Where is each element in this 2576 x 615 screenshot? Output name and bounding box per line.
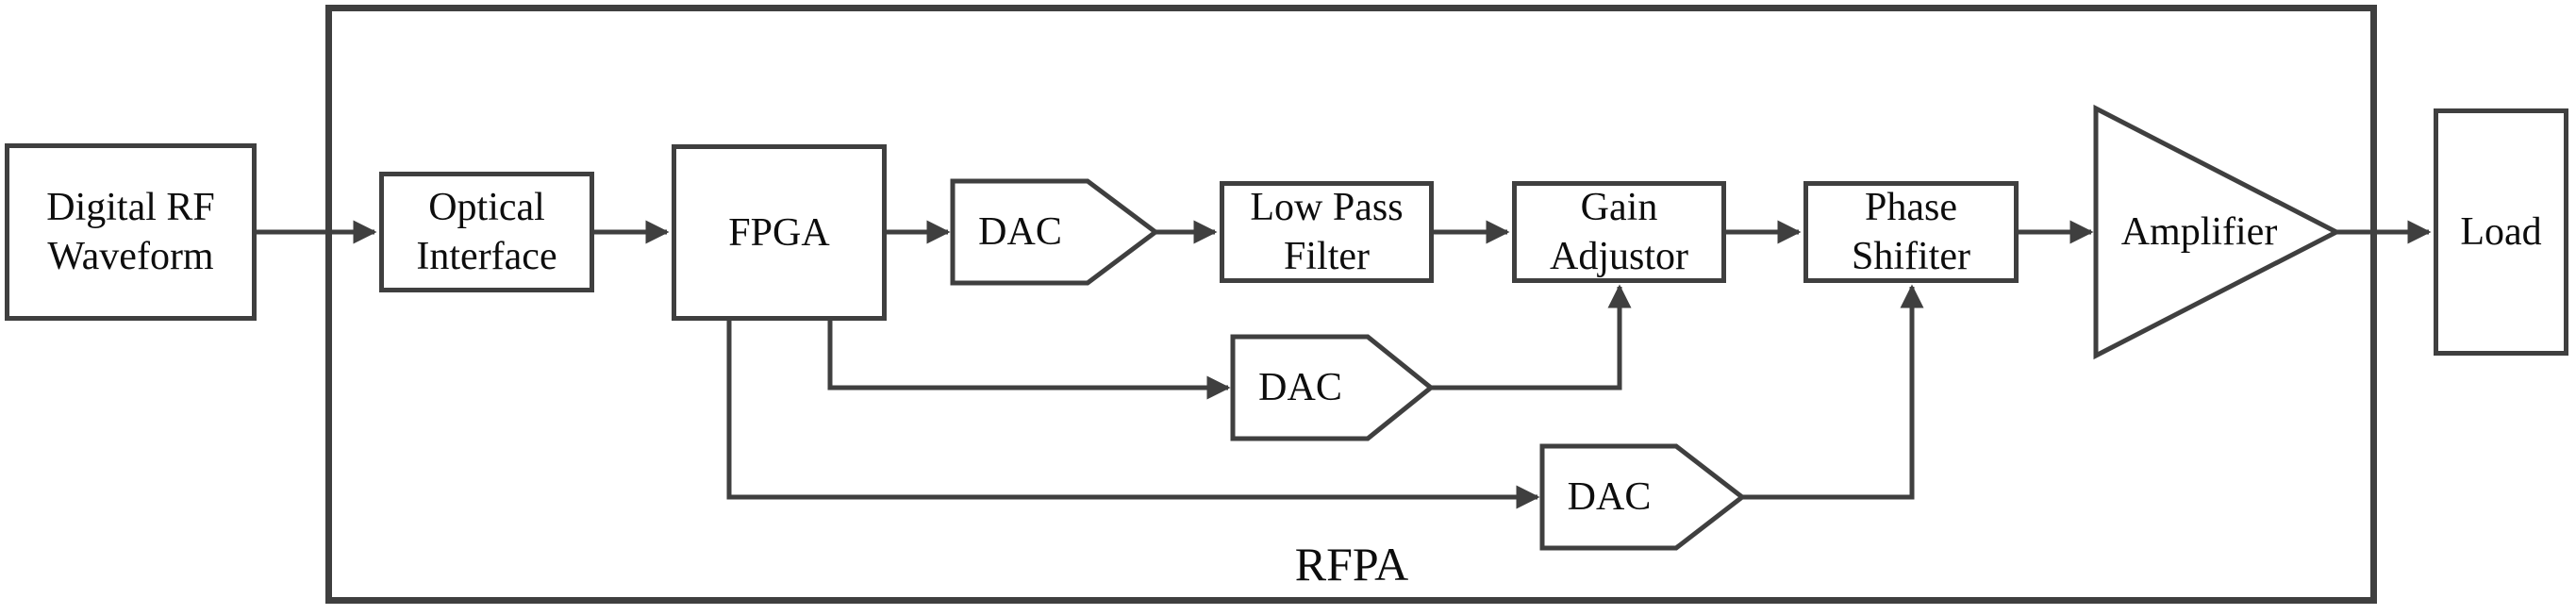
node-optical-interface: Optical Interface bbox=[379, 172, 594, 292]
node-load: Load bbox=[2434, 108, 2568, 356]
dac-phase-branch-shape bbox=[1539, 443, 1747, 551]
node-optical-interface-label: Optical Interface bbox=[416, 186, 557, 278]
dac-main-shape bbox=[950, 178, 1160, 286]
dac-gain-branch-shape bbox=[1230, 334, 1435, 441]
node-fpga: FPGA bbox=[672, 144, 887, 321]
node-load-label: Load bbox=[2460, 210, 2542, 254]
node-fpga-label: FPGA bbox=[728, 210, 830, 255]
node-digital-rf-waveform: Digital RF Waveform bbox=[5, 143, 257, 321]
amplifier-shape bbox=[2093, 104, 2342, 360]
rfpa-boundary-box bbox=[325, 5, 2377, 604]
node-gain-adjustor-label: Gain Adjustor bbox=[1550, 186, 1688, 278]
edge-fpga-to-dac-phase-branch bbox=[726, 321, 1540, 509]
node-gain-adjustor: Gain Adjustor bbox=[1512, 181, 1726, 283]
edge-dac-gain-branch-to-gain bbox=[1431, 284, 1632, 391]
edge-fpga-to-dac-gain-branch bbox=[827, 321, 1231, 400]
node-phase-shifter-label: Phase Shifiter bbox=[1852, 186, 1970, 278]
node-low-pass-filter: Low Pass Filter bbox=[1220, 181, 1434, 283]
node-digital-rf-waveform-label: Digital RF Waveform bbox=[46, 186, 215, 278]
edge-dac-phase-branch-to-phase bbox=[1742, 284, 1924, 500]
node-low-pass-filter-label: Low Pass Filter bbox=[1250, 186, 1404, 278]
node-phase-shifter: Phase Shifiter bbox=[1803, 181, 2019, 283]
